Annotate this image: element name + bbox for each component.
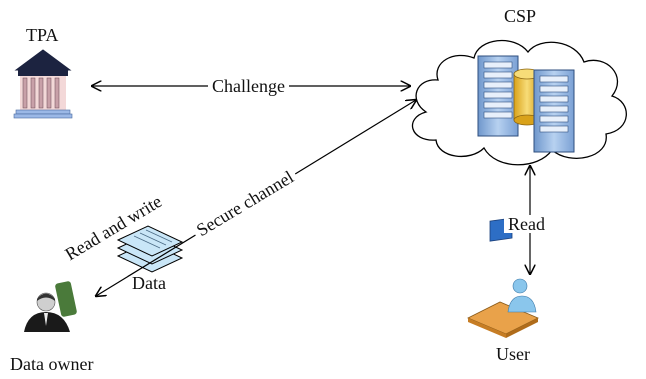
data-owner-label: Data owner	[10, 354, 94, 374]
user-computer-icon	[467, 217, 539, 338]
data-owner-person-icon	[24, 281, 77, 332]
data-label: Data	[132, 273, 166, 293]
read-label: Read	[504, 215, 549, 233]
tpa-label: TPA	[26, 25, 59, 45]
server-icon	[477, 55, 519, 137]
tpa-building-icon	[13, 49, 73, 119]
server-icon	[533, 69, 575, 153]
user-label: User	[496, 344, 530, 364]
csp-label: CSP	[504, 6, 537, 26]
challenge-label: Challenge	[208, 77, 289, 95]
